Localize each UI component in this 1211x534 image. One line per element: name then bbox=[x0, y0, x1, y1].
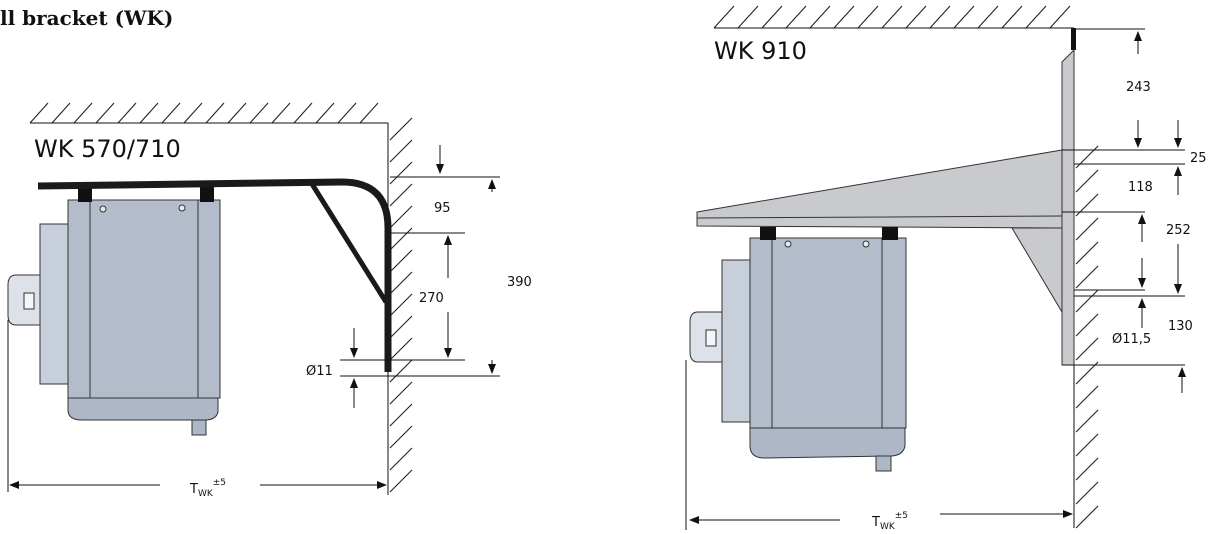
right-dim-243: 243 bbox=[1126, 80, 1151, 95]
right-ceiling-mount bbox=[1071, 28, 1076, 50]
right-ceiling-hatch bbox=[713, 5, 1071, 29]
left-dim-270: 270 bbox=[419, 291, 444, 306]
right-unit-screw bbox=[862, 240, 870, 248]
right-wall-hatch bbox=[1075, 145, 1099, 529]
right-unit-handle-slot bbox=[705, 329, 717, 347]
left-dimension-lines bbox=[7, 145, 500, 492]
right-dim-diameter: Ø11,5 bbox=[1112, 332, 1151, 347]
right-mount-block bbox=[760, 227, 776, 240]
right-bracket-strut bbox=[1011, 227, 1063, 314]
left-mount-block bbox=[78, 186, 92, 202]
left-width-label: TWK±5 bbox=[189, 478, 226, 499]
right-model-label: WK 910 bbox=[714, 37, 807, 65]
right-unit-side-panel bbox=[721, 259, 753, 423]
left-unit-drain bbox=[191, 419, 207, 436]
right-unit-drain bbox=[875, 455, 892, 472]
left-dim-95: 95 bbox=[434, 201, 451, 216]
left-unit-side-panel bbox=[39, 223, 71, 385]
left-mount-block bbox=[200, 186, 214, 202]
heading: ll bracket (WK) bbox=[0, 6, 173, 30]
left-unit-screw bbox=[99, 205, 107, 213]
left-ceiling-hatch bbox=[29, 102, 379, 124]
left-drawing: WK 570/710 95 270 390 Ø11 TWK±5 bbox=[7, 102, 532, 499]
right-dim-118: 118 bbox=[1128, 180, 1153, 195]
right-dim-25: 25 bbox=[1190, 151, 1207, 166]
right-width-label: TWK±5 bbox=[871, 511, 908, 532]
right-oven-unit bbox=[689, 227, 907, 472]
right-mount-block bbox=[882, 227, 898, 240]
left-bracket bbox=[37, 178, 392, 372]
right-dim-252: 252 bbox=[1166, 223, 1191, 238]
left-unit-body bbox=[67, 199, 221, 399]
right-bracket bbox=[696, 28, 1076, 366]
right-dim-130: 130 bbox=[1168, 319, 1193, 334]
left-unit-base bbox=[67, 396, 219, 421]
right-bracket-plate bbox=[1061, 48, 1075, 366]
left-oven-unit bbox=[7, 186, 221, 436]
left-unit-screw bbox=[178, 204, 186, 212]
right-drawing: WK 910 243 25 118 252 13 bbox=[685, 5, 1207, 532]
right-unit-base bbox=[749, 425, 906, 459]
left-dim-diameter: Ø11 bbox=[306, 364, 333, 379]
right-unit-body bbox=[749, 237, 907, 429]
left-unit-handle-slot bbox=[23, 292, 35, 310]
left-model-label: WK 570/710 bbox=[34, 135, 181, 163]
right-unit-screw bbox=[784, 240, 792, 248]
left-dim-390: 390 bbox=[507, 275, 532, 290]
left-wall-hatch bbox=[389, 117, 413, 493]
right-dimension-lines bbox=[685, 28, 1186, 530]
